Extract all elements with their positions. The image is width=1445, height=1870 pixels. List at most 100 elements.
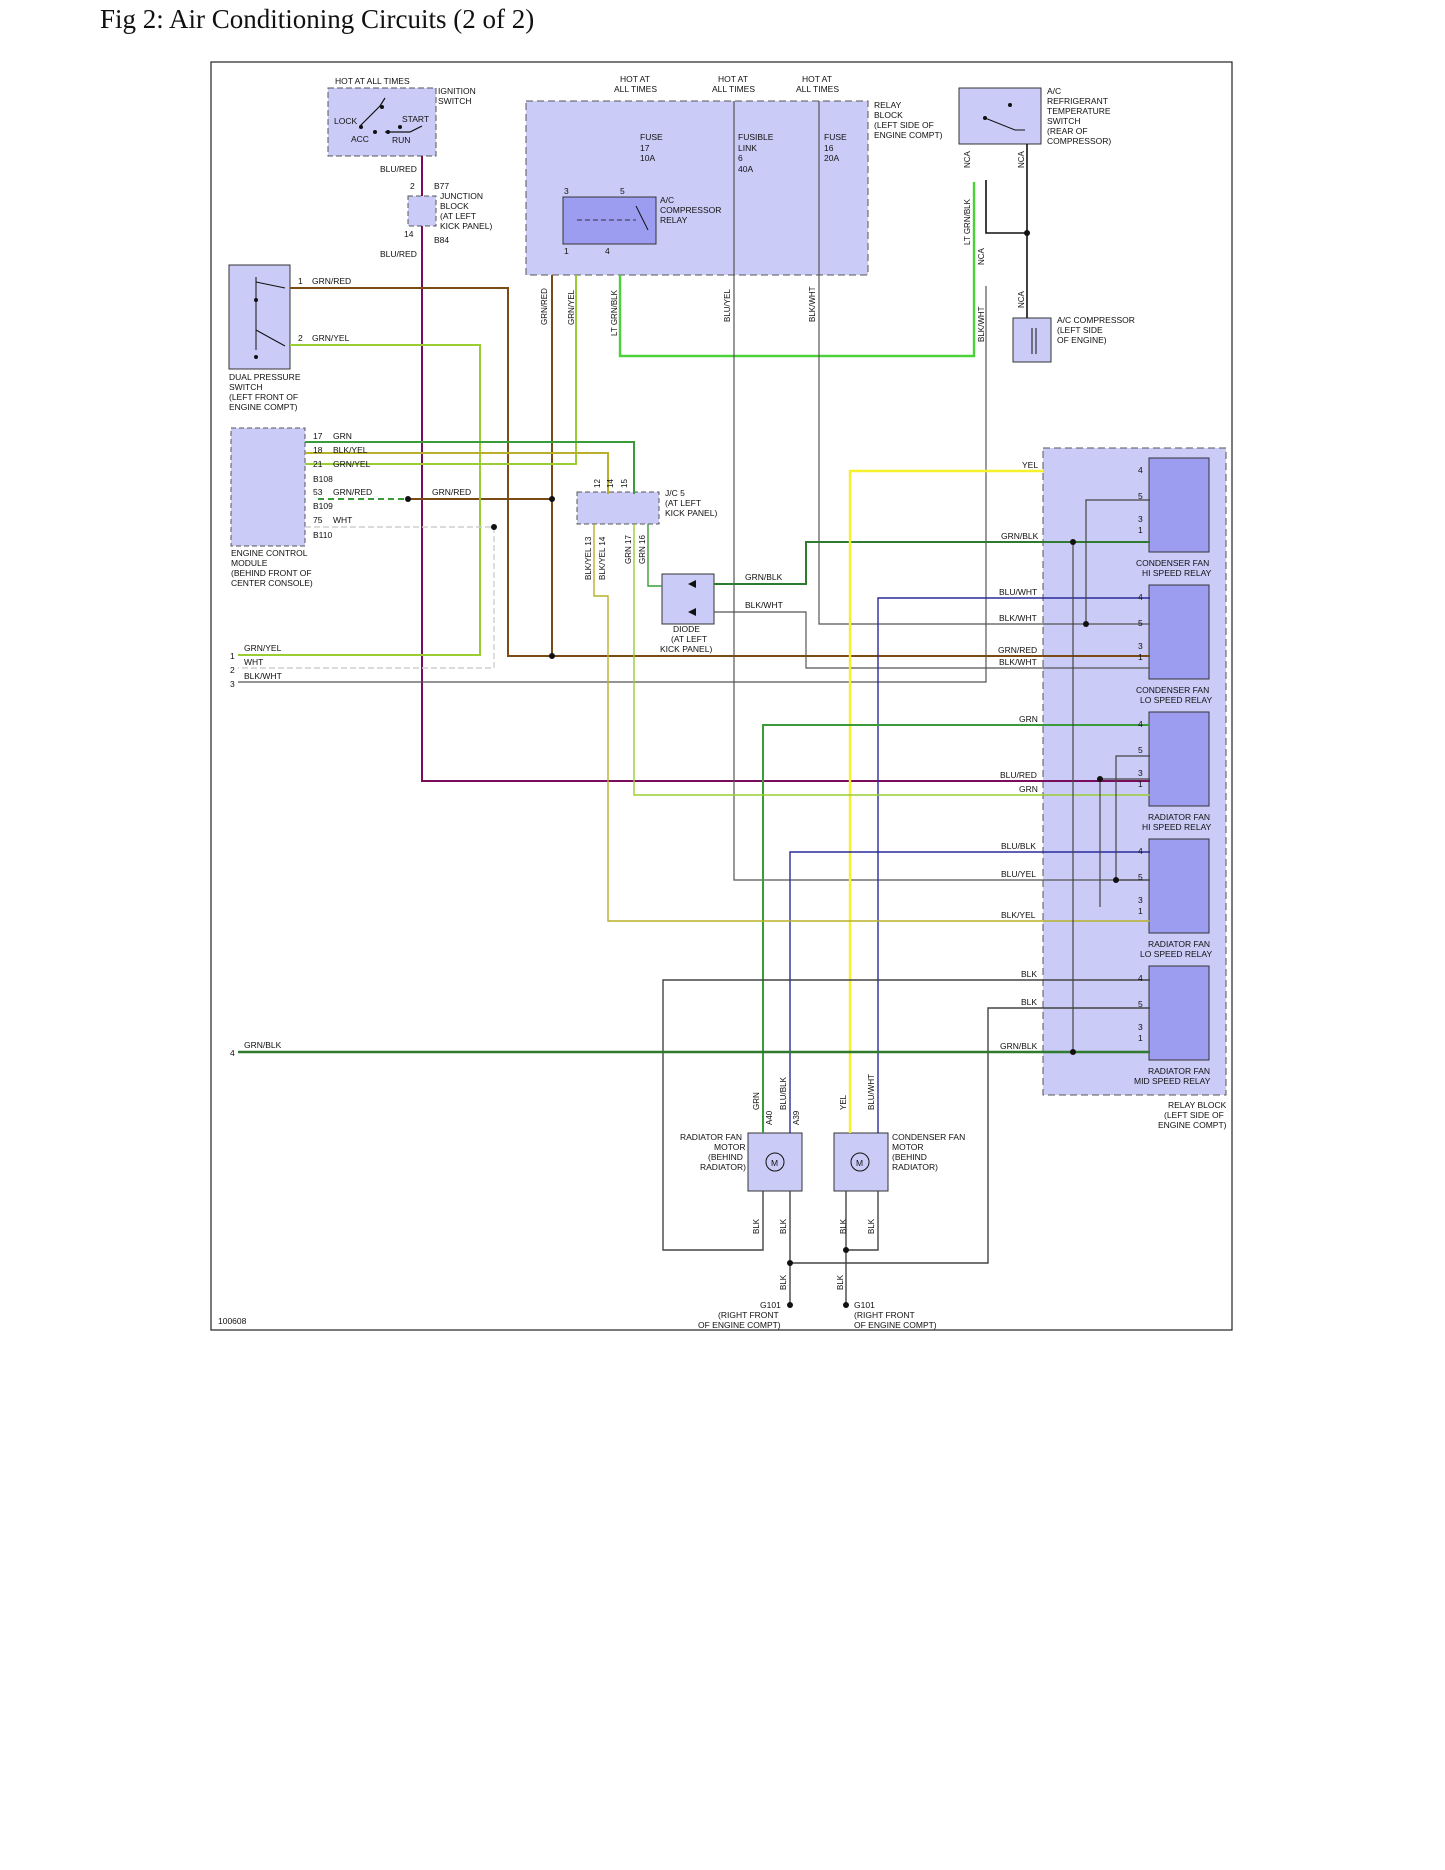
jc5-top-3: 15 — [620, 479, 629, 488]
jb-conn-in: B77 — [434, 181, 449, 191]
rad-top-grn: GRN — [752, 1092, 761, 1110]
cond-bot-blk-1: BLK — [839, 1218, 848, 1234]
relay3-name-2: HI SPEED RELAY — [1142, 822, 1212, 832]
link6-1: FUSIBLE — [738, 132, 774, 142]
rad-bot-blk-1: BLK — [752, 1218, 761, 1234]
ts-title-4: SWITCH — [1047, 116, 1081, 126]
jb-title-1: JUNCTION — [440, 191, 483, 201]
relay1-name-1: CONDENSER FAN — [1136, 558, 1209, 568]
cond-top-yel: YEL — [839, 1094, 848, 1110]
lc-wire-1: GRN/YEL — [244, 643, 282, 653]
acr-pin-3: 3 — [564, 186, 569, 196]
jc5-title-1: J/C 5 — [665, 488, 685, 498]
ecm-wire-53: GRN/RED — [333, 487, 372, 497]
relay1-name-2: HI SPEED RELAY — [1142, 568, 1212, 578]
hot-label-ign: HOT AT ALL TIMES — [335, 76, 410, 86]
cond-bot-blk-2: BLK — [867, 1218, 876, 1234]
figure-title: Fig 2: Air Conditioning Circuits (2 of 2… — [100, 4, 535, 34]
relay2-name-2: LO SPEED RELAY — [1140, 695, 1212, 705]
jb-pin-in: 2 — [410, 181, 415, 191]
acr-pin-4: 4 — [605, 246, 610, 256]
jc5-box — [576, 491, 660, 525]
hot-label-l6-2: ALL TIMES — [712, 84, 755, 94]
gnd-right-2: (RIGHT FRONT — [854, 1310, 915, 1320]
acr-title-3: RELAY — [660, 215, 688, 225]
hot-label-f17-2: ALL TIMES — [614, 84, 657, 94]
jb-out-wire: BLU/RED — [380, 249, 417, 259]
ignition-switch — [327, 87, 437, 157]
diode-title-2: (AT LEFT — [671, 634, 707, 644]
ign-acc: ACC — [351, 134, 369, 144]
rr-wire-grn-blk-2: GRN/BLK — [1000, 1041, 1038, 1051]
ecm-title-3: (BEHIND FRONT OF — [231, 568, 312, 578]
ecm-wire-75: WHT — [333, 515, 352, 525]
v-lt-grn-blk-2: LT GRN/BLK — [963, 198, 972, 245]
relay-pin-label: 3 — [1138, 641, 1143, 651]
rr-wire-grn: GRN — [1019, 714, 1038, 724]
rr-wire-blu-wht: BLU/WHT — [999, 587, 1037, 597]
dps-wire-1: GRN/RED — [312, 276, 351, 286]
v-nca-4: NCA — [1017, 290, 1026, 308]
ts-title-3: TEMPERATURE — [1047, 106, 1111, 116]
rr-wire-blk-yel: BLK/YEL — [1001, 910, 1036, 920]
ts-title-1: A/C — [1047, 86, 1061, 96]
link6-4: 40A — [738, 164, 753, 174]
jc5-bot-1: BLK/YEL 13 — [584, 536, 593, 580]
hot-label-l6-1: HOT AT — [718, 74, 748, 84]
rb-title-3: (LEFT SIDE OF — [874, 120, 934, 130]
hot-label-f16-1: HOT AT — [802, 74, 832, 84]
cond-title-2: MOTOR — [892, 1142, 923, 1152]
ecm — [230, 427, 306, 547]
rr-wire-grn-red: GRN/RED — [998, 645, 1037, 655]
motor-m-1: M — [771, 1158, 778, 1168]
relay-pin-label: 4 — [1138, 465, 1143, 475]
ign-run: RUN — [392, 135, 410, 145]
lc-wire-2: WHT — [244, 657, 263, 667]
acr-title-1: A/C — [660, 195, 674, 205]
relay3-name-1: RADIATOR FAN — [1148, 812, 1210, 822]
rr-wire-blk-1: BLK — [1021, 969, 1037, 979]
rb-title-2: BLOCK — [874, 110, 903, 120]
ign-lock: LOCK — [334, 116, 357, 126]
diode-box — [661, 573, 715, 625]
gnd-right-3: OF ENGINE COMPT) — [854, 1320, 937, 1330]
ts-title-5: (REAR OF — [1047, 126, 1088, 136]
relay-pin-label: 3 — [1138, 768, 1143, 778]
rad-top-blu-blk: BLU/BLK — [779, 1076, 788, 1110]
junction-block — [407, 195, 437, 227]
lc-pin-1: 1 — [230, 651, 235, 661]
relay-pin-label: 1 — [1138, 525, 1143, 535]
ecm-wire-17: GRN — [333, 431, 352, 441]
cond-title-3: (BEHIND — [892, 1152, 927, 1162]
fuse17-2: 17 — [640, 143, 650, 153]
relay2-name-1: CONDENSER FAN — [1136, 685, 1209, 695]
v-lt-grn-blk: LT GRN/BLK — [610, 289, 619, 336]
acr-pin-1: 1 — [564, 246, 569, 256]
ign-title-1: IGNITION — [438, 86, 476, 96]
rr-wire-blk-wht: BLK/WHT — [999, 613, 1037, 623]
relay-pin-label: 5 — [1138, 999, 1143, 1009]
link6-2: LINK — [738, 143, 757, 153]
diode-wire-a: GRN/BLK — [745, 572, 783, 582]
gnd-left-2: (RIGHT FRONT — [718, 1310, 779, 1320]
motor-m-2: M — [856, 1158, 863, 1168]
diode-title-3: KICK PANEL) — [660, 644, 712, 654]
relay-pin-label: 5 — [1138, 745, 1143, 755]
ecm-wire-21: GRN/YEL — [333, 459, 371, 469]
jb-conn-out: B84 — [434, 235, 449, 245]
radiator-fan-motor — [747, 1132, 803, 1192]
rr-wire-grn-blk: GRN/BLK — [1001, 531, 1039, 541]
relay-pin-label: 3 — [1138, 895, 1143, 905]
cond-title-1: CONDENSER FAN — [892, 1132, 965, 1142]
lc-wire-3: BLK/WHT — [244, 671, 282, 681]
fuse17-1: FUSE — [640, 132, 663, 142]
diagram-frame — [210, 61, 1233, 1331]
ecm-pin-17: 17 — [313, 431, 323, 441]
diode-wire-b: BLK/WHT — [745, 600, 783, 610]
relay-pin-label: 3 — [1138, 1022, 1143, 1032]
relay-pin-label: 1 — [1138, 779, 1143, 789]
lc-pin-3: 3 — [230, 679, 235, 689]
relay-pin-label: 5 — [1138, 618, 1143, 628]
acr-pin-5: 5 — [620, 186, 625, 196]
